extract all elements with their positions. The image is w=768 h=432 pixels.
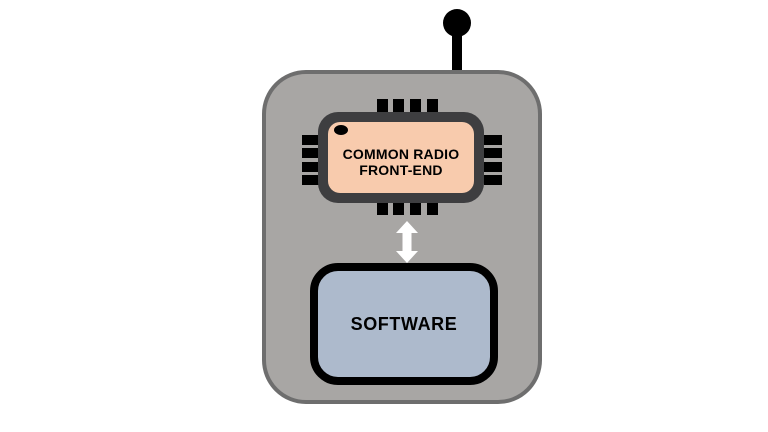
chip-pin: [302, 135, 320, 145]
chip-label-line2: FRONT-END: [359, 162, 443, 178]
chip-label-line1: COMMON RADIO: [342, 146, 460, 162]
chip-pin: [377, 201, 388, 215]
chip-pin: [484, 175, 502, 185]
chip-pin: [393, 99, 404, 113]
chip-pin: [393, 201, 404, 215]
up-down-arrow-icon: [396, 221, 418, 263]
chip-pin: [484, 148, 502, 158]
chip-pin: [302, 162, 320, 172]
software-label: SOFTWARE: [350, 313, 458, 334]
chip-pin: [377, 99, 388, 113]
antenna-ball-icon: [443, 9, 471, 37]
antenna-stem: [452, 24, 462, 74]
radio-front-end-chip: COMMON RADIO FRONT-END: [328, 122, 474, 193]
chip-pin: [427, 201, 438, 215]
chip-pin: [302, 175, 320, 185]
chip-label: COMMON RADIO FRONT-END: [343, 146, 460, 178]
chip-pin: [410, 99, 421, 113]
up-down-arrow-shape: [396, 221, 418, 263]
chip-pin: [410, 201, 421, 215]
chip-pin: [427, 99, 438, 113]
chip-pin: [484, 135, 502, 145]
chip-pin: [302, 148, 320, 158]
chip-pin1-dot-icon: [334, 125, 348, 135]
software-box: SOFTWARE: [310, 263, 498, 385]
chip-pin: [484, 162, 502, 172]
